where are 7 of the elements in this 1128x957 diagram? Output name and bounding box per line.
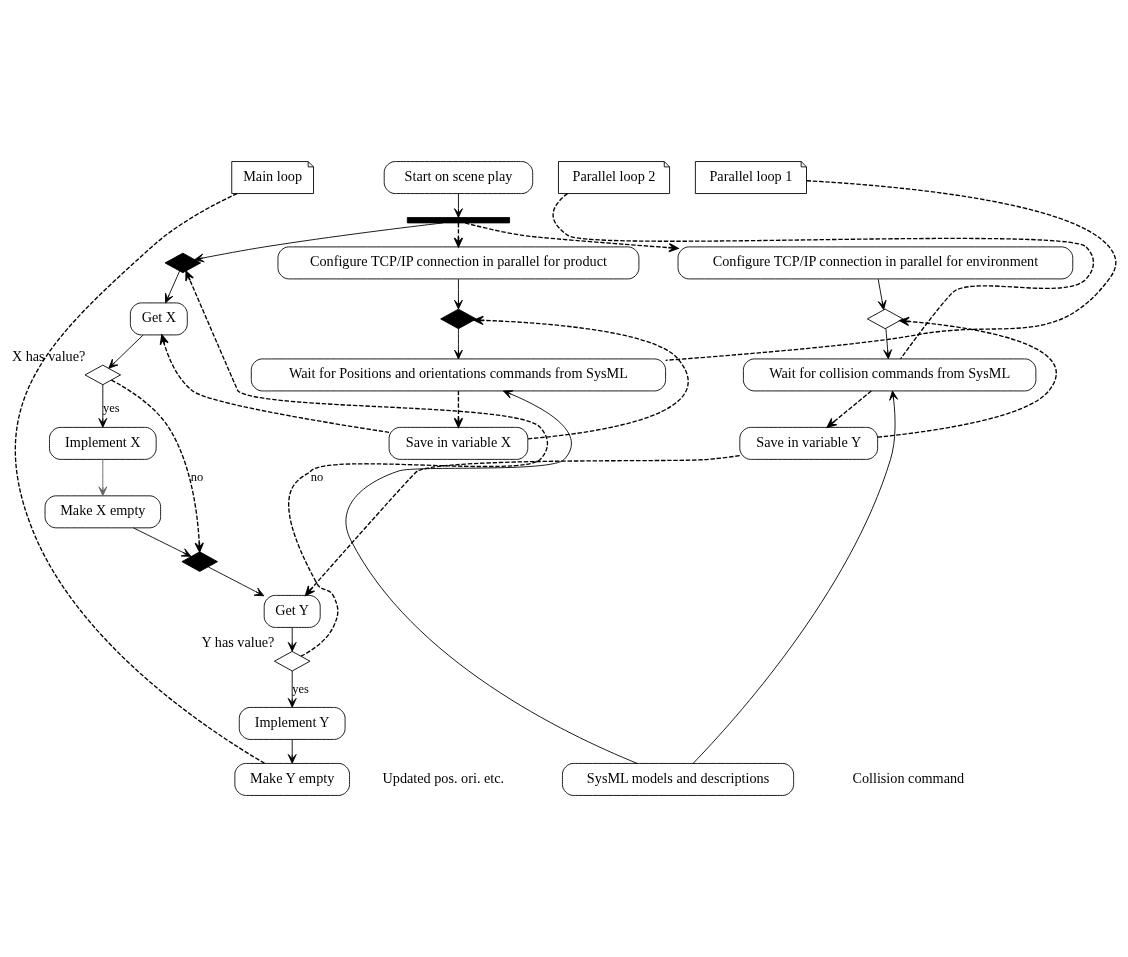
label: Collision command (852, 769, 965, 786)
edge-label: no (310, 469, 324, 484)
edge-label: yes (102, 401, 120, 416)
node-label: X has value? (11, 347, 86, 364)
node-label: Y has value? (201, 633, 275, 650)
edge-label: no (190, 469, 204, 484)
label: Updated pos. ori. etc. (382, 769, 505, 786)
